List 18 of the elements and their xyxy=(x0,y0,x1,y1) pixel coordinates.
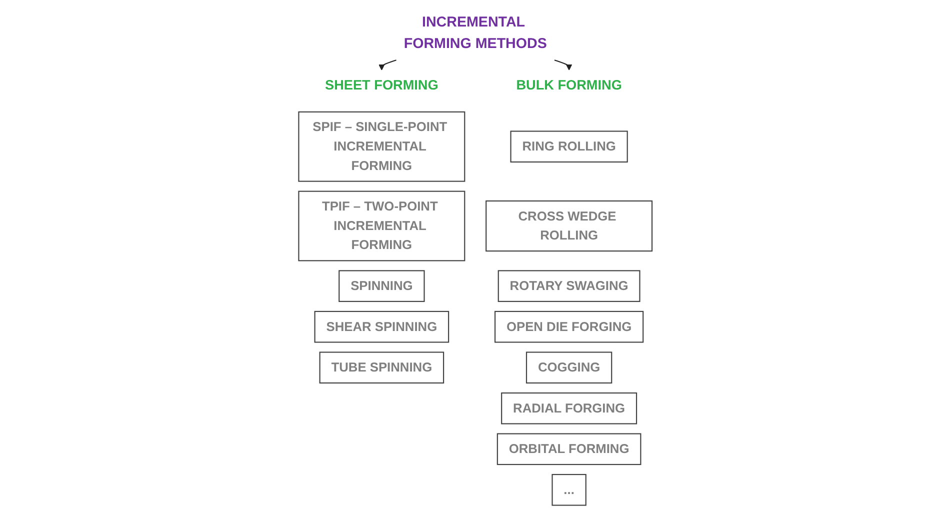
node-box: OPEN DIE FORGING xyxy=(494,310,644,343)
node-box: RING ROLLING xyxy=(510,130,628,163)
node-box: SPINNING xyxy=(338,270,425,302)
node-box: TUBE SPINNING xyxy=(319,352,444,384)
node-box: ROTARY SWAGING xyxy=(498,270,640,302)
arrow xyxy=(378,60,397,70)
node-box: ORBITAL FORMING xyxy=(497,433,642,466)
node-text: SHEET FORMING xyxy=(325,78,438,93)
node-box: SHEAR SPINNING xyxy=(314,310,450,343)
node-box: ... xyxy=(552,474,587,506)
node-box: TPIF – TWO-POINT INCREMENTAL FORMING xyxy=(298,190,466,262)
node-text: INCREMENTAL FORMING METHODS xyxy=(404,14,548,52)
node-box: SPIF – SINGLE-POINT INCREMENTAL FORMING xyxy=(298,111,466,182)
node-box: CROSS WEDGE ROLLING xyxy=(486,200,653,252)
node-box: COGGING xyxy=(526,352,612,384)
arrow xyxy=(554,60,572,70)
node-text: BULK FORMING xyxy=(516,78,622,93)
node-box: RADIAL FORGING xyxy=(501,392,638,424)
